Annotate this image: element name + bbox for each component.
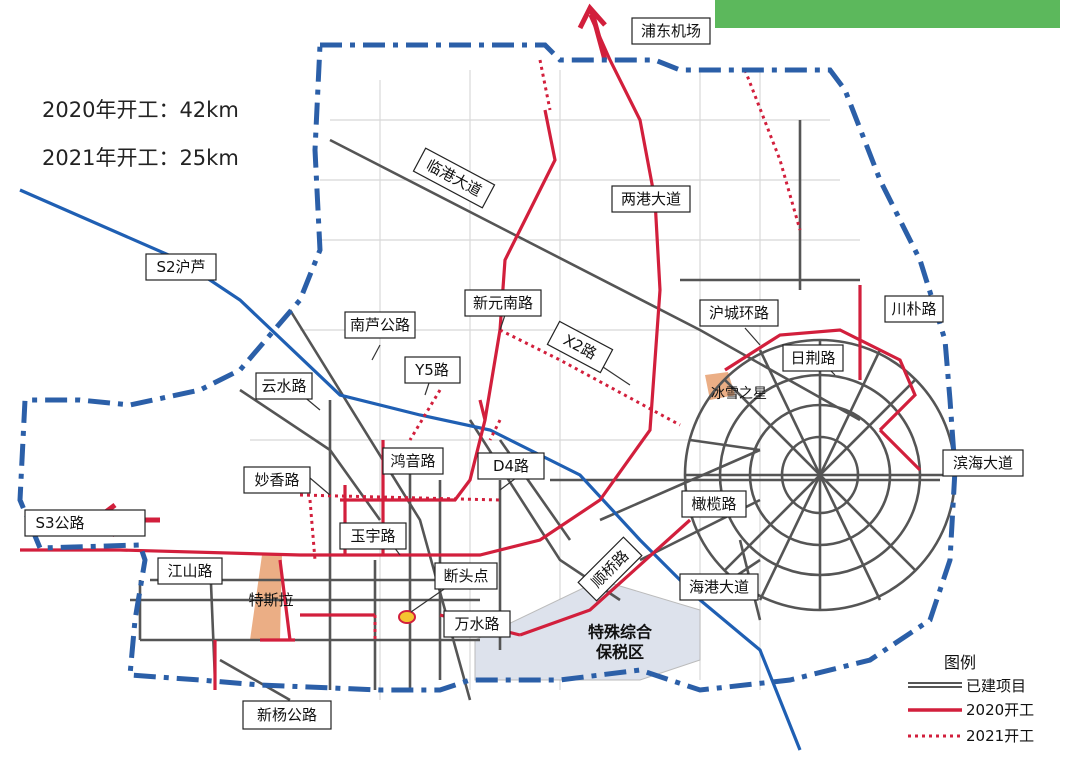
label-binghai: 滨海大道 bbox=[953, 454, 1013, 472]
label-box-airport bbox=[631, 17, 711, 45]
label-box-jiangshan bbox=[157, 557, 223, 585]
label-s2: S2沪芦 bbox=[156, 258, 205, 276]
label-bonded-zone-line1: 特殊综合 bbox=[588, 623, 653, 642]
label-pudong-airport: 浦东机场 bbox=[641, 22, 701, 40]
airport-arrow bbox=[577, 3, 608, 61]
label-box-binghai bbox=[942, 449, 1024, 477]
label-ganlan: 橄榄路 bbox=[691, 495, 736, 513]
legend: 图例 已建项目 2020开工 2021开工 bbox=[908, 653, 1034, 745]
highways bbox=[19, 188, 802, 751]
stat-2020: 2020年开工：42km bbox=[42, 98, 239, 122]
label-box-lianggang bbox=[611, 185, 691, 213]
legend-built-label: 已建项目 bbox=[966, 677, 1026, 695]
label-box-y5 bbox=[404, 356, 461, 384]
label-chuanpu: 川朴路 bbox=[891, 300, 936, 318]
label-hongyin: 鸿音路 bbox=[390, 452, 435, 470]
study-boundary bbox=[17, 42, 958, 693]
label-haigang: 海港大道 bbox=[689, 578, 749, 596]
label-box-wanshui bbox=[443, 610, 511, 638]
label-ripan: 日荆路 bbox=[790, 349, 835, 367]
label-box-duantou bbox=[434, 562, 498, 590]
label-box-nanlu bbox=[344, 311, 416, 339]
label-duantou: 断头点 bbox=[443, 567, 488, 585]
label-s3: S3公路 bbox=[35, 514, 84, 532]
label-boxes bbox=[24, 17, 1024, 730]
label-box-miaoxiang bbox=[243, 466, 311, 494]
label-box-ganlan bbox=[681, 490, 747, 518]
label-xinyang: 新杨公路 bbox=[257, 706, 317, 724]
title-bar bbox=[715, 0, 1060, 28]
ring-roads bbox=[683, 338, 957, 612]
label-miaoxiang: 妙香路 bbox=[254, 471, 299, 489]
label-box-ripan bbox=[782, 344, 844, 372]
label-box-s3 bbox=[24, 509, 146, 537]
label-xinyuan-south: 新元南路 bbox=[473, 294, 533, 312]
roads-2021 bbox=[299, 59, 802, 640]
breakpoint-marker bbox=[398, 610, 416, 624]
label-box-haigang bbox=[679, 573, 759, 601]
label-huncheng-ring: 沪城环路 bbox=[709, 304, 769, 322]
label-lianggang-avenue: 两港大道 bbox=[621, 190, 681, 208]
label-jiangshan: 江山路 bbox=[167, 562, 212, 580]
stat-2021: 2021年开工：25km bbox=[42, 146, 239, 170]
label-box-hongyin bbox=[382, 447, 444, 475]
legend-title: 图例 bbox=[944, 653, 976, 672]
legend-2020-label: 2020开工 bbox=[966, 701, 1034, 719]
label-box-shunjin bbox=[577, 536, 643, 602]
label-box-yuyu bbox=[339, 522, 407, 550]
label-y5: Y5路 bbox=[414, 361, 449, 379]
label-box-xinyang bbox=[242, 700, 332, 730]
label-yuyu: 玉宇路 bbox=[350, 527, 395, 545]
label-box-x2 bbox=[546, 320, 614, 374]
label-yunshui: 云水路 bbox=[261, 377, 306, 395]
label-box-huncheng bbox=[699, 299, 779, 327]
label-box-yunshui bbox=[255, 372, 313, 400]
label-box-chuanpu bbox=[884, 295, 944, 323]
label-tesla: 特斯拉 bbox=[248, 591, 293, 609]
legend-2021-label: 2021开工 bbox=[966, 727, 1034, 745]
label-wanshui: 万水路 bbox=[454, 615, 499, 633]
label-d4: D4路 bbox=[493, 457, 529, 475]
label-bonded-zone-line2: 保税区 bbox=[595, 643, 644, 662]
tesla-area bbox=[250, 555, 282, 640]
label-box-lingang bbox=[412, 147, 496, 209]
label-bingxue-star: 冰雪之星 bbox=[711, 386, 767, 402]
label-box-s2 bbox=[145, 253, 217, 281]
label-box-d4 bbox=[477, 452, 545, 480]
label-box-xinyuan bbox=[464, 289, 542, 317]
label-nanlu: 南芦公路 bbox=[350, 316, 410, 334]
built-roads bbox=[130, 120, 940, 702]
